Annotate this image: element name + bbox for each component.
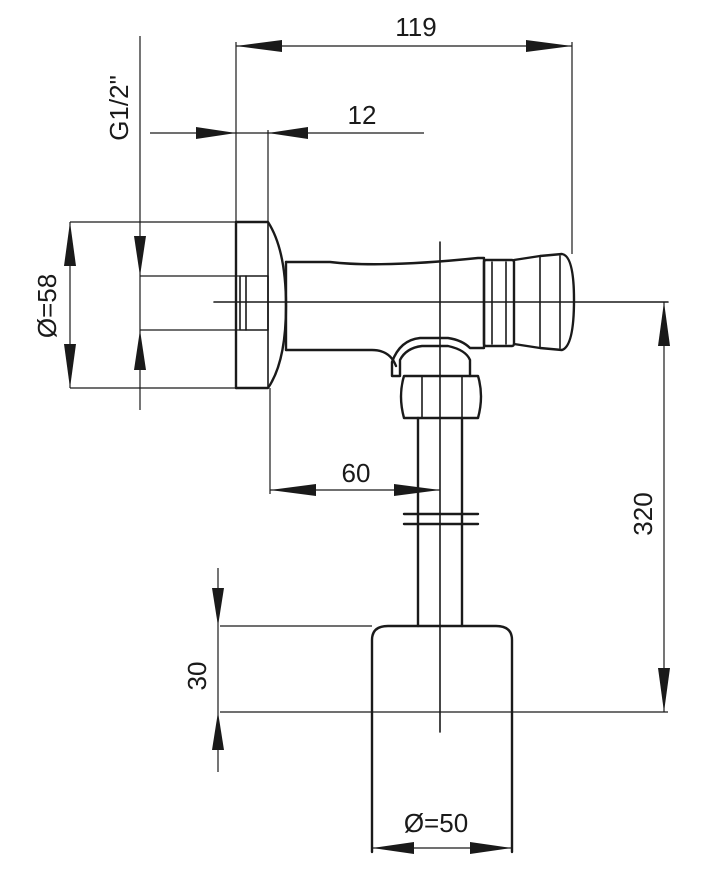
hex-nut bbox=[399, 374, 483, 420]
dim-label-bracket-height: 30 bbox=[182, 662, 212, 691]
coupling-sleeve bbox=[482, 258, 516, 348]
dim-label-outlet-offset: 60 bbox=[342, 458, 371, 488]
dim-label-pipe-diameter: Ø=50 bbox=[404, 808, 468, 838]
valve-body bbox=[284, 256, 486, 378]
dim-label-overall-width: 119 bbox=[395, 12, 436, 42]
dim-label-rosette-diameter: Ø=58 bbox=[32, 274, 62, 338]
valve-body-lower bbox=[284, 348, 398, 368]
thread-stub bbox=[239, 275, 269, 331]
dim-label-thread: G1/2" bbox=[104, 75, 134, 141]
dim-label-height: 320 bbox=[628, 492, 658, 535]
push-button bbox=[512, 252, 576, 352]
dim-label-wall-offset: 12 bbox=[348, 100, 377, 130]
dimension-lines bbox=[64, 36, 670, 854]
pipe-bracket bbox=[370, 624, 514, 854]
valve-geometry bbox=[213, 220, 669, 854]
wall-rosette bbox=[234, 220, 288, 390]
